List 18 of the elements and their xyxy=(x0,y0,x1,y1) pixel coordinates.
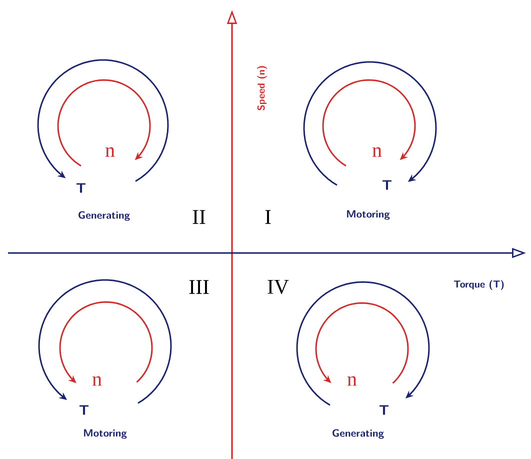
speed-symbol: n xyxy=(372,147,382,157)
speed-symbol: n xyxy=(105,147,115,157)
axis-label: Speed (n) xyxy=(257,66,267,110)
mode-label: Generating xyxy=(332,429,384,439)
quadrant-number: II xyxy=(192,210,206,224)
mode-label: Motoring xyxy=(84,429,127,439)
torque-symbol: T xyxy=(79,405,89,415)
torque-symbol: T xyxy=(379,405,389,415)
quadrant-number: I xyxy=(265,210,271,224)
axis-label: Torque (T) xyxy=(454,280,504,290)
speed-symbol: n xyxy=(92,376,102,386)
speed-symbol: n xyxy=(347,376,357,386)
torque-symbol: T xyxy=(76,183,86,193)
mode-label: Motoring xyxy=(347,210,390,220)
torque-symbol: T xyxy=(382,180,392,190)
mode-label: Generating xyxy=(78,211,130,221)
quadrant-number: III xyxy=(189,280,209,294)
quadrant-number: IV xyxy=(268,280,289,294)
